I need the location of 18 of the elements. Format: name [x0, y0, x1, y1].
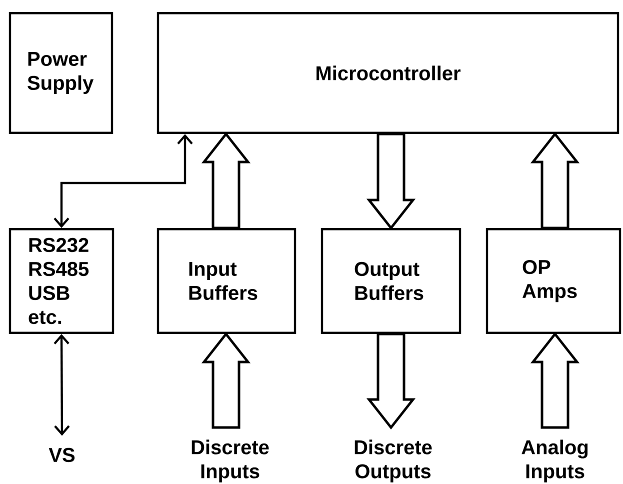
block-arrow	[366, 332, 416, 430]
block-arrow	[530, 132, 580, 230]
process-box: OP Amps	[486, 228, 622, 334]
signal-label: VS	[48, 448, 75, 462]
signal-label: Discrete Inputs	[192, 440, 269, 482]
block-arrow	[366, 132, 416, 230]
signal-label: Discrete Outputs	[354, 440, 432, 482]
block-arrow	[201, 132, 251, 230]
signal-label: Analog Inputs	[522, 440, 588, 482]
process-box: Power Supply	[8, 12, 114, 134]
process-box: Output Buffers	[320, 228, 462, 334]
arrow	[54, 134, 193, 228]
process-box: Microcontroller	[156, 12, 620, 134]
arrow	[54, 334, 70, 436]
process-box: Input Buffers	[156, 228, 296, 334]
process-box: RS232 RS485 USB etc.	[8, 228, 114, 334]
block-arrow	[530, 332, 580, 429]
block-arrow	[201, 332, 251, 429]
